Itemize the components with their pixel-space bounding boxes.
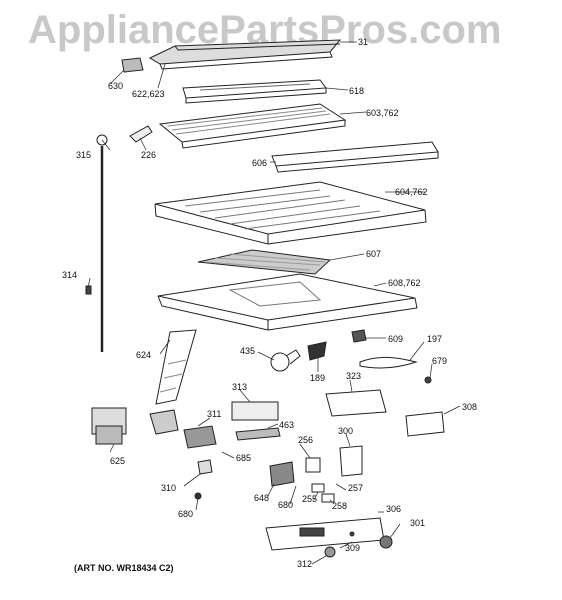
callout-323: 323 — [346, 371, 361, 381]
relay-part — [325, 389, 387, 417]
shelf-trim-part — [271, 141, 439, 173]
art-number: (ART NO. WR18434 C2) — [74, 563, 174, 573]
callout-607: 607 — [366, 249, 381, 259]
light-bulb-part — [270, 349, 301, 372]
connector-255-part — [311, 483, 325, 493]
callout-679: 679 — [432, 356, 447, 366]
callout-310: 310 — [161, 483, 176, 493]
callout-256: 256 — [298, 435, 313, 445]
callout-labels: 31 630 622,623 618 603,762 315 226 606 6… — [62, 37, 477, 569]
air-duct-part — [155, 329, 197, 405]
callout-311: 311 — [207, 409, 221, 419]
timer-part — [269, 461, 295, 487]
callout-604-762: 604,762 — [395, 187, 428, 197]
top-grille-part — [148, 39, 342, 70]
callout-258: 258 — [332, 501, 347, 511]
callout-255: 255 — [302, 494, 317, 504]
damper-control-part — [149, 409, 217, 500]
screen-filter-part — [197, 249, 332, 275]
knob-301-part — [379, 535, 393, 549]
callout-315: 315 — [76, 150, 91, 160]
callout-189: 189 — [310, 373, 325, 383]
callout-680-a: 680 — [278, 500, 293, 510]
callout-680-b: 680 — [178, 509, 193, 519]
callout-609: 609 — [388, 334, 403, 344]
callout-306: 306 — [386, 504, 401, 514]
rail-part — [182, 79, 327, 104]
leader-lines — [87, 41, 461, 565]
callout-31: 31 — [358, 37, 368, 47]
callout-300: 300 — [338, 426, 353, 436]
thermostat-part — [339, 445, 363, 477]
light-cover-part — [91, 407, 127, 445]
callout-312: 312 — [297, 559, 312, 569]
knob-312-part — [324, 546, 336, 558]
callout-309: 309 — [345, 543, 360, 553]
callout-226: 226 — [141, 150, 156, 160]
bracket-308-part — [405, 411, 445, 437]
callout-606: 606 — [252, 158, 267, 168]
callout-624: 624 — [136, 350, 151, 360]
callout-435: 435 — [240, 346, 255, 356]
callout-308: 308 — [462, 402, 477, 412]
callout-622-623: 622,623 — [132, 89, 165, 99]
crisper-pan-part — [154, 181, 427, 245]
screw-part — [424, 376, 432, 384]
callout-463: 463 — [279, 420, 294, 430]
bracket-part — [121, 57, 144, 73]
control-housing-part — [265, 517, 385, 551]
connector-258-part — [321, 493, 335, 503]
spring-part — [359, 356, 418, 369]
callout-314: 314 — [62, 270, 77, 280]
callout-630: 630 — [108, 81, 123, 91]
callout-313: 313 — [232, 382, 247, 392]
callout-648: 648 — [254, 493, 269, 503]
glass-shelf-part — [158, 103, 347, 149]
callout-625: 625 — [110, 456, 125, 466]
actuator-part — [351, 329, 367, 343]
terminal-block-part — [235, 427, 281, 441]
callout-685: 685 — [236, 453, 251, 463]
crisper-cover-part — [157, 273, 418, 331]
lamp-socket-part — [307, 341, 327, 361]
control-rod-part — [96, 134, 108, 352]
callout-608-762: 608,762 — [388, 278, 421, 288]
harness-part — [305, 457, 321, 473]
callout-257: 257 — [348, 483, 363, 493]
callout-618: 618 — [349, 86, 364, 96]
capacitor-part — [231, 401, 279, 421]
knob-part — [129, 125, 153, 143]
callout-301: 301 — [410, 518, 425, 528]
callout-197: 197 — [427, 334, 442, 344]
callout-603-762: 603,762 — [366, 108, 399, 118]
